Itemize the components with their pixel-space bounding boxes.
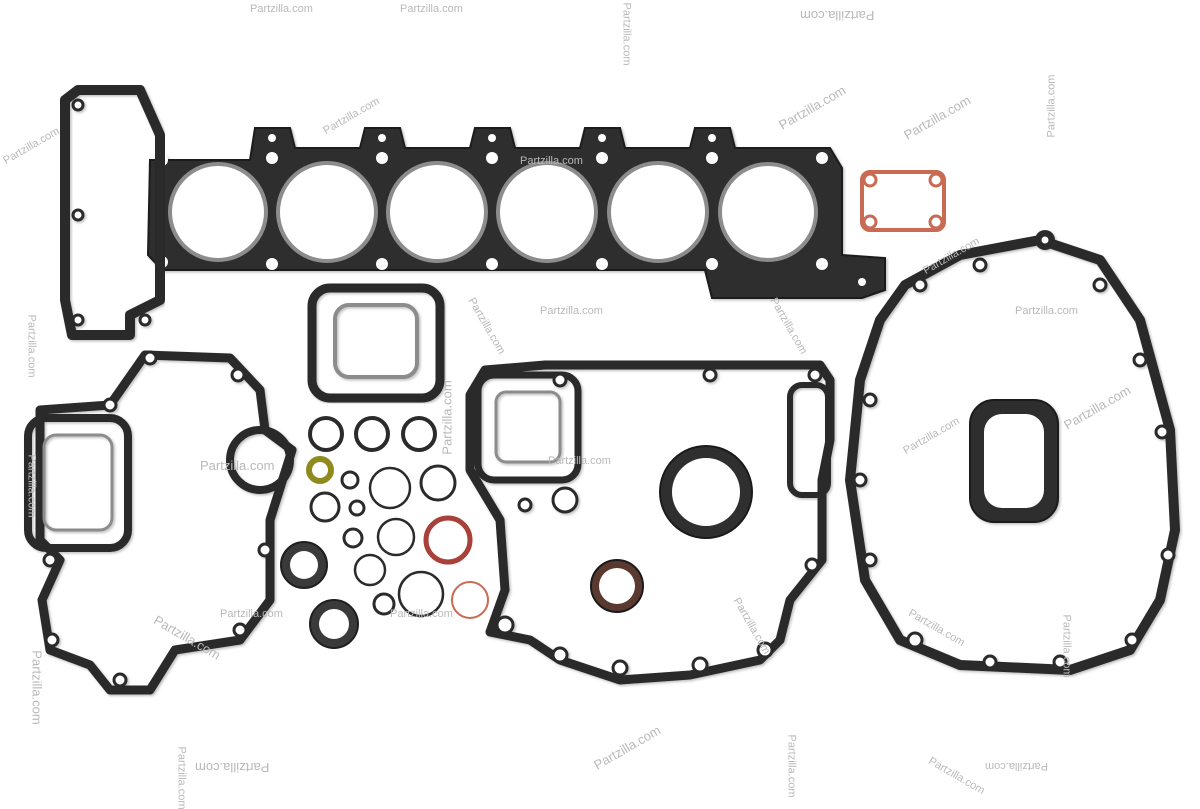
copper-gasket-top-right <box>860 170 946 232</box>
watermark-text: Partzilla.com <box>200 458 275 473</box>
watermark-text: Partzilla.com <box>250 3 313 15</box>
watermark-text: Partzilla.com <box>785 734 798 798</box>
o-ring-set <box>306 416 489 619</box>
crankcase-cover-gasket-right <box>845 230 1180 675</box>
watermark-text: Partzilla.com <box>540 305 603 317</box>
crankshaft-oil-seal-large <box>659 445 753 539</box>
watermark-text: Partzilla.com <box>548 455 611 467</box>
cylinder-head-gasket <box>146 127 886 299</box>
watermark-text: Partzilla.com <box>439 380 455 455</box>
crankshaft-oil-seal-small <box>590 559 644 613</box>
watermark-text: Partzilla.com <box>620 2 633 66</box>
watermark-text: Partzilla.com <box>195 760 270 775</box>
watermark-text: Partzilla.com <box>29 650 45 725</box>
watermark-text: Partzilla.com <box>520 155 583 167</box>
crankcase-cover-gasket-left <box>24 350 297 695</box>
watermark-text: Partzilla.com <box>1015 305 1078 317</box>
watermark-text: Partzilla.com <box>1060 614 1073 678</box>
oil-seal-set-left <box>280 541 359 649</box>
watermark-text: Partzilla.com <box>220 608 283 620</box>
watermark-text: Partzilla.com <box>400 3 463 15</box>
watermark-text: Partzilla.com <box>1045 74 1058 138</box>
watermark-text: Partzilla.com <box>25 314 38 378</box>
side-cover-gasket-top-left <box>60 85 165 340</box>
watermark-text: Partzilla.com <box>390 608 453 620</box>
watermark-text: Partzilla.com <box>985 760 1048 772</box>
square-gasket-center <box>307 283 445 403</box>
oval-rubber-gasket <box>969 399 1059 523</box>
watermark-text: Partzilla.com <box>800 8 875 23</box>
crankcase-cover-gasket-center <box>465 360 835 685</box>
watermark-text: Partzilla.com <box>25 454 38 518</box>
